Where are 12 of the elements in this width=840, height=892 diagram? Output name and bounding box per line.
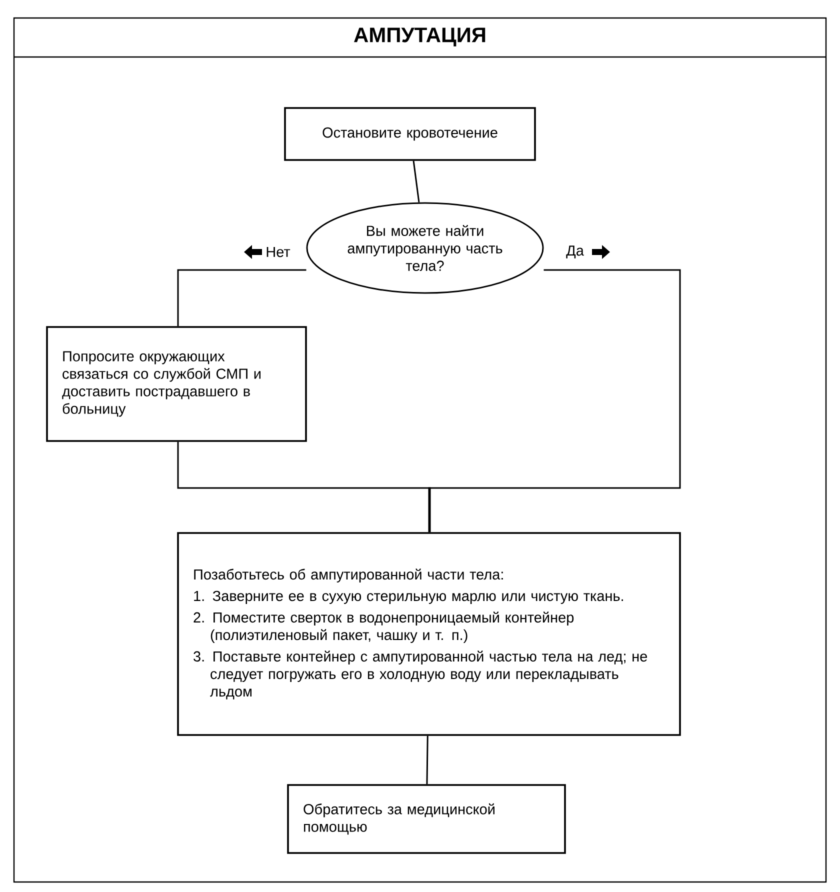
connector-line [177,442,431,532]
connector-line [412,160,420,202]
title: АМПУТАЦИЯ [354,28,486,46]
process-box: Позаботьтесь об ампутированной части тела: 1. Заверните ее в сухую стерильную марлю или чистую ткань. 2. Поместите сверток в водонепроницаемый контейнер (полиэтиленовый пакет, чашку и т. п.) 3. Поставьте контейнер с ампутированной частью тела на лед; не следует погружать его в холодную воду или перекладывать льдом [177,532,681,736]
process-box: Попросите окружающих связаться со службой СМП и доставить пострадавшего в больницу [46,326,307,442]
edge-label: Нет [264,246,292,258]
edge-label: Да [565,244,585,260]
process-box: Обратитесь за медицинской помощью [287,784,566,854]
connector-line [177,269,306,326]
connector-line [426,736,428,784]
connector-line [428,269,681,532]
process-box: Остановите кровотечение [284,107,536,161]
